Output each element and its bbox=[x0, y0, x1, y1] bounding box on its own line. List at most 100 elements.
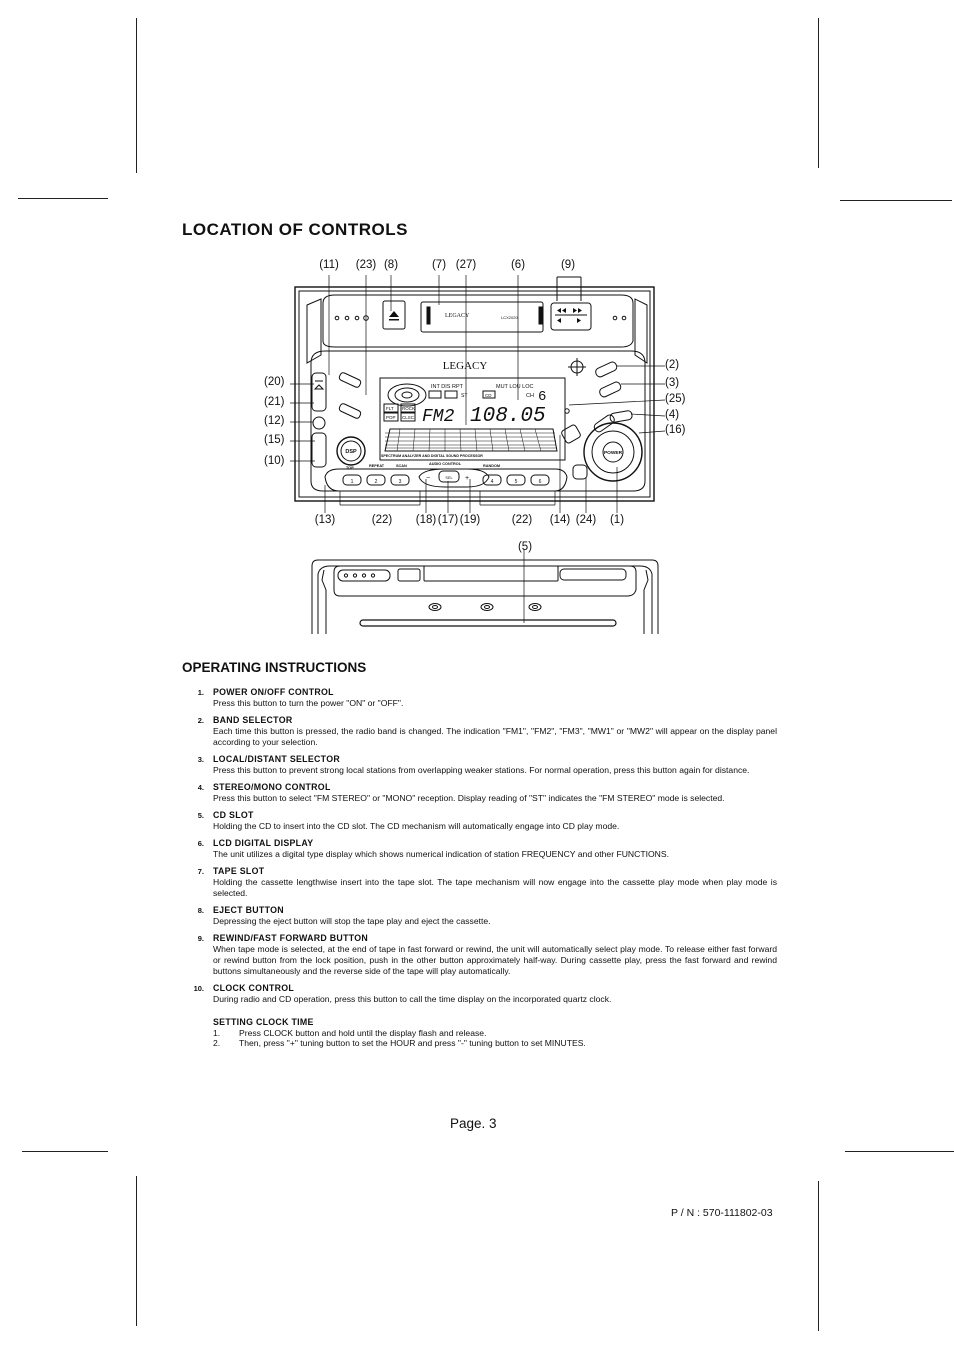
channel-value: 6 bbox=[538, 389, 546, 405]
step-number: 2. bbox=[213, 1038, 221, 1048]
list-item: 5. CD SLOT Holding the CD to insert into… bbox=[182, 810, 777, 832]
sel-label: SEL bbox=[445, 476, 452, 480]
power-label: POWER bbox=[604, 450, 623, 456]
callout-17: (17) bbox=[437, 514, 459, 526]
item-description: Holding the CD to insert into the CD slo… bbox=[213, 821, 620, 831]
item-number: 2. bbox=[197, 716, 204, 725]
item-title: TAPE SLOT bbox=[213, 866, 265, 876]
crop-mark bbox=[22, 1151, 108, 1152]
step-text: Press CLOCK button and hold until the di… bbox=[239, 1028, 487, 1038]
item-number: 10. bbox=[193, 984, 204, 993]
list-item: 6. LCD DIGITAL DISPLAY The unit utilizes… bbox=[182, 838, 777, 860]
indicators-top: INT DIS RPT bbox=[431, 384, 464, 390]
label-scan: SCAN bbox=[396, 464, 407, 468]
item-description: The unit utilizes a digital type display… bbox=[213, 849, 669, 859]
cd-slot-diagram bbox=[311, 550, 659, 634]
callout-13: (13) bbox=[314, 514, 336, 526]
callout-22b: (22) bbox=[511, 514, 533, 526]
callout-3: (3) bbox=[665, 377, 680, 389]
crop-mark bbox=[845, 1151, 954, 1152]
callout-18: (18) bbox=[415, 514, 437, 526]
callout-14: (14) bbox=[549, 514, 571, 526]
operating-instructions-heading: OPERATING INSTRUCTIONS bbox=[182, 660, 367, 675]
callout-27: (27) bbox=[455, 259, 477, 271]
clock-step: 2. Then, press "+" tuning button to set … bbox=[213, 1038, 777, 1048]
callout-12: (12) bbox=[264, 415, 285, 427]
list-item: 4. STEREO/MONO CONTROL Press this button… bbox=[182, 782, 777, 804]
item-title: REWIND/FAST FORWARD BUTTON bbox=[213, 933, 369, 943]
rewind-fastforward-icon bbox=[557, 308, 582, 323]
item-title: CD SLOT bbox=[213, 810, 254, 820]
step-text: Then, press "+" tuning button to set the… bbox=[239, 1038, 586, 1048]
item-description: When tape mode is selected, at the end o… bbox=[213, 944, 777, 976]
item-description: Depressing the eject button will stop th… bbox=[213, 916, 491, 926]
radio-faceplate-diagram: LEGACY LEGACY LCX2020 INT DIS RPT MUT LO… bbox=[290, 275, 666, 513]
instructions-list: 1. POWER ON/OFF CONTROL Press this butto… bbox=[182, 687, 777, 1048]
item-title: EJECT BUTTON bbox=[213, 905, 284, 915]
callout-22a: (22) bbox=[371, 514, 393, 526]
clock-step: 1. Press CLOCK button and hold until the… bbox=[213, 1028, 777, 1038]
item-title: STEREO/MONO CONTROL bbox=[213, 782, 331, 792]
item-number: 1. bbox=[197, 688, 204, 697]
callout-21: (21) bbox=[264, 396, 285, 408]
label-random: RANDOM bbox=[483, 464, 500, 468]
item-description: Each time this button is pressed, the ra… bbox=[213, 726, 777, 747]
crop-mark bbox=[136, 1176, 137, 1326]
label-repeat: REPEAT bbox=[369, 464, 385, 468]
preset-6: 6 bbox=[539, 479, 542, 485]
page-number: Page. 3 bbox=[450, 1116, 497, 1131]
callout-20: (20) bbox=[264, 376, 285, 388]
preset-4: 4 bbox=[491, 479, 494, 485]
item-description: Press this button to turn the power "ON"… bbox=[213, 698, 404, 708]
indicator-st: ST bbox=[461, 393, 467, 399]
frequency-display: 108.05 bbox=[470, 405, 546, 428]
eq-clsc: CLSC bbox=[402, 415, 415, 420]
list-item: 1. POWER ON/OFF CONTROL Press this butto… bbox=[182, 687, 777, 709]
callout-15: (15) bbox=[264, 434, 285, 446]
tape-brand: LEGACY bbox=[445, 313, 470, 319]
panel-brand: LEGACY bbox=[443, 360, 488, 372]
callout-10: (10) bbox=[264, 455, 285, 467]
callout-5: (5) bbox=[517, 541, 533, 553]
preset-2: 2 bbox=[375, 479, 378, 485]
callout-8: (8) bbox=[383, 259, 399, 271]
item-title: POWER ON/OFF CONTROL bbox=[213, 687, 334, 697]
tune-plus: + bbox=[465, 475, 469, 482]
preset-3: 3 bbox=[399, 479, 402, 485]
dsp-label: DSP bbox=[345, 449, 357, 455]
clock-setting-section: SETTING CLOCK TIME 1. Press CLOCK button… bbox=[213, 1017, 777, 1048]
clock-setting-title: SETTING CLOCK TIME bbox=[213, 1017, 314, 1027]
list-item: 2. BAND SELECTOR Each time this button i… bbox=[182, 715, 777, 748]
part-number: P / N : 570-111802-03 bbox=[671, 1207, 773, 1219]
crop-mark bbox=[818, 18, 819, 168]
item-number: 3. bbox=[197, 755, 204, 764]
list-item: 7. TAPE SLOT Holding the cassette length… bbox=[182, 866, 777, 899]
band-display: FM2 bbox=[422, 407, 455, 427]
preset-1: 1 bbox=[351, 479, 354, 485]
callout-23: (23) bbox=[355, 259, 377, 271]
tape-model: LCX2020 bbox=[501, 315, 518, 320]
item-number: 4. bbox=[197, 783, 204, 792]
label-top: TOP bbox=[346, 466, 354, 470]
list-item: 10. CLOCK CONTROL During radio and CD op… bbox=[182, 983, 777, 1005]
item-title: LCD DIGITAL DISPLAY bbox=[213, 838, 314, 848]
eq-pop: POP bbox=[386, 415, 396, 420]
item-number: 6. bbox=[197, 839, 204, 848]
item-title: LOCAL/DISTANT SELECTOR bbox=[213, 754, 340, 764]
item-number: 9. bbox=[197, 934, 204, 943]
item-description: Press this button to prevent strong loca… bbox=[213, 765, 750, 775]
callout-24: (24) bbox=[575, 514, 597, 526]
callout-19: (19) bbox=[459, 514, 481, 526]
item-number: 7. bbox=[197, 867, 204, 876]
indicators-mode: MUT LOU LOC bbox=[496, 384, 534, 390]
callout-2: (2) bbox=[665, 359, 680, 371]
eject-icon bbox=[389, 311, 399, 321]
crop-mark bbox=[840, 200, 952, 201]
eq-flt: FLT bbox=[386, 406, 394, 411]
label-audio-control: AUDIO CONTROL bbox=[429, 462, 462, 466]
list-item: 8. EJECT BUTTON Depressing the eject but… bbox=[182, 905, 777, 927]
callout-9: (9) bbox=[560, 259, 576, 271]
crop-mark bbox=[18, 198, 108, 199]
preset-5: 5 bbox=[515, 479, 518, 485]
item-description: During radio and CD operation, press thi… bbox=[213, 994, 612, 1004]
